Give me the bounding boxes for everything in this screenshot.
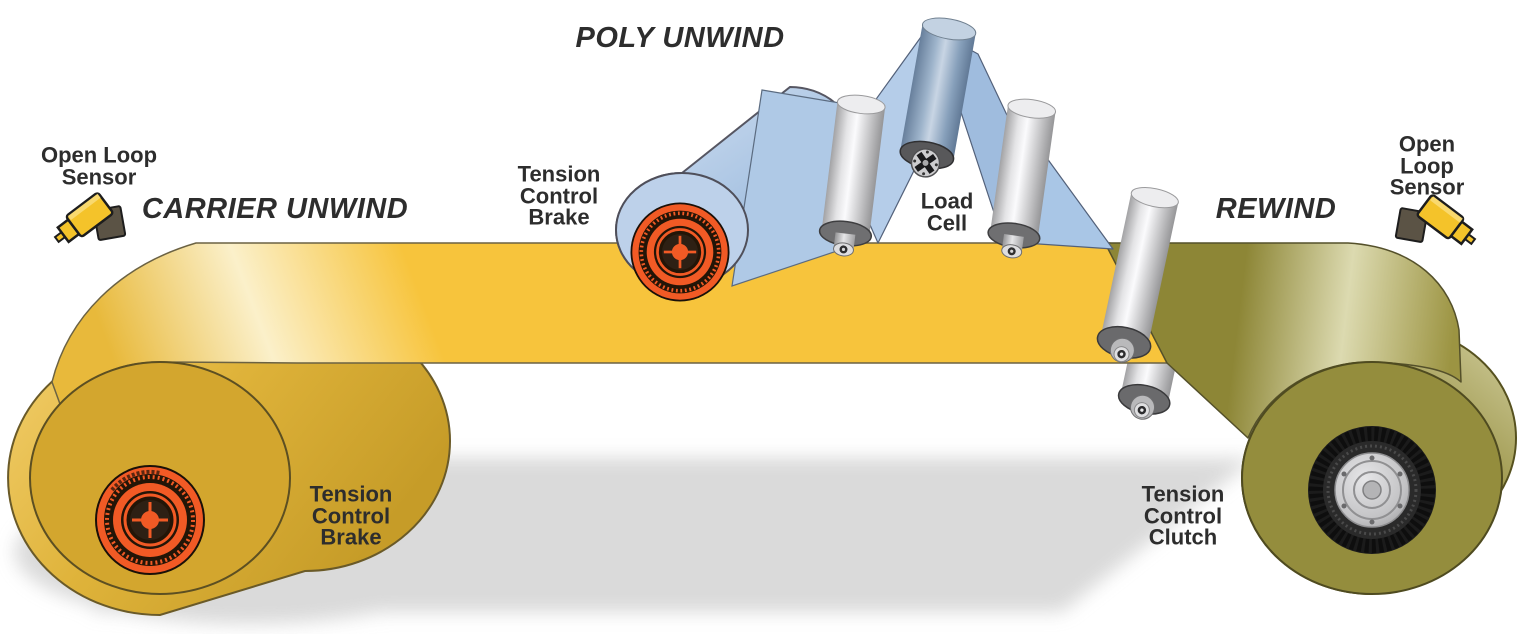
label-poly-unwind: POLY UNWIND [575,21,785,54]
open-loop-sensor-left [53,192,127,244]
poly-tension-brake [630,202,730,302]
open-loop-sensor-right [1394,194,1477,246]
poly-unwind-roll [615,85,871,302]
label-load-cell: Load Cell [920,188,974,235]
laminated-web-olive [1104,242,1462,439]
carrier-tension-brake [95,465,205,575]
rewind-tension-clutch [1308,426,1436,554]
load-cell-fitting [910,148,941,178]
label-open-loop-sensor-right: Open Loop Sensor [1389,131,1465,200]
load-cell-roller [899,17,977,178]
label-open-loop-sensor-left: Open Loop Sensor [40,142,158,189]
label-carrier-unwind: CARRIER UNWIND [141,192,409,225]
idler-roller-right [987,98,1057,259]
label-tension-control-brake-poly: Tension Control Brake [517,161,601,230]
label-tension-control-brake-carrier: Tension Control Brake [309,481,393,550]
label-tension-control-clutch: Tension Control Clutch [1141,481,1225,550]
idler-roller-left [818,94,886,257]
nip-roller-top [1096,187,1179,363]
label-rewind: REWIND [1215,192,1337,225]
